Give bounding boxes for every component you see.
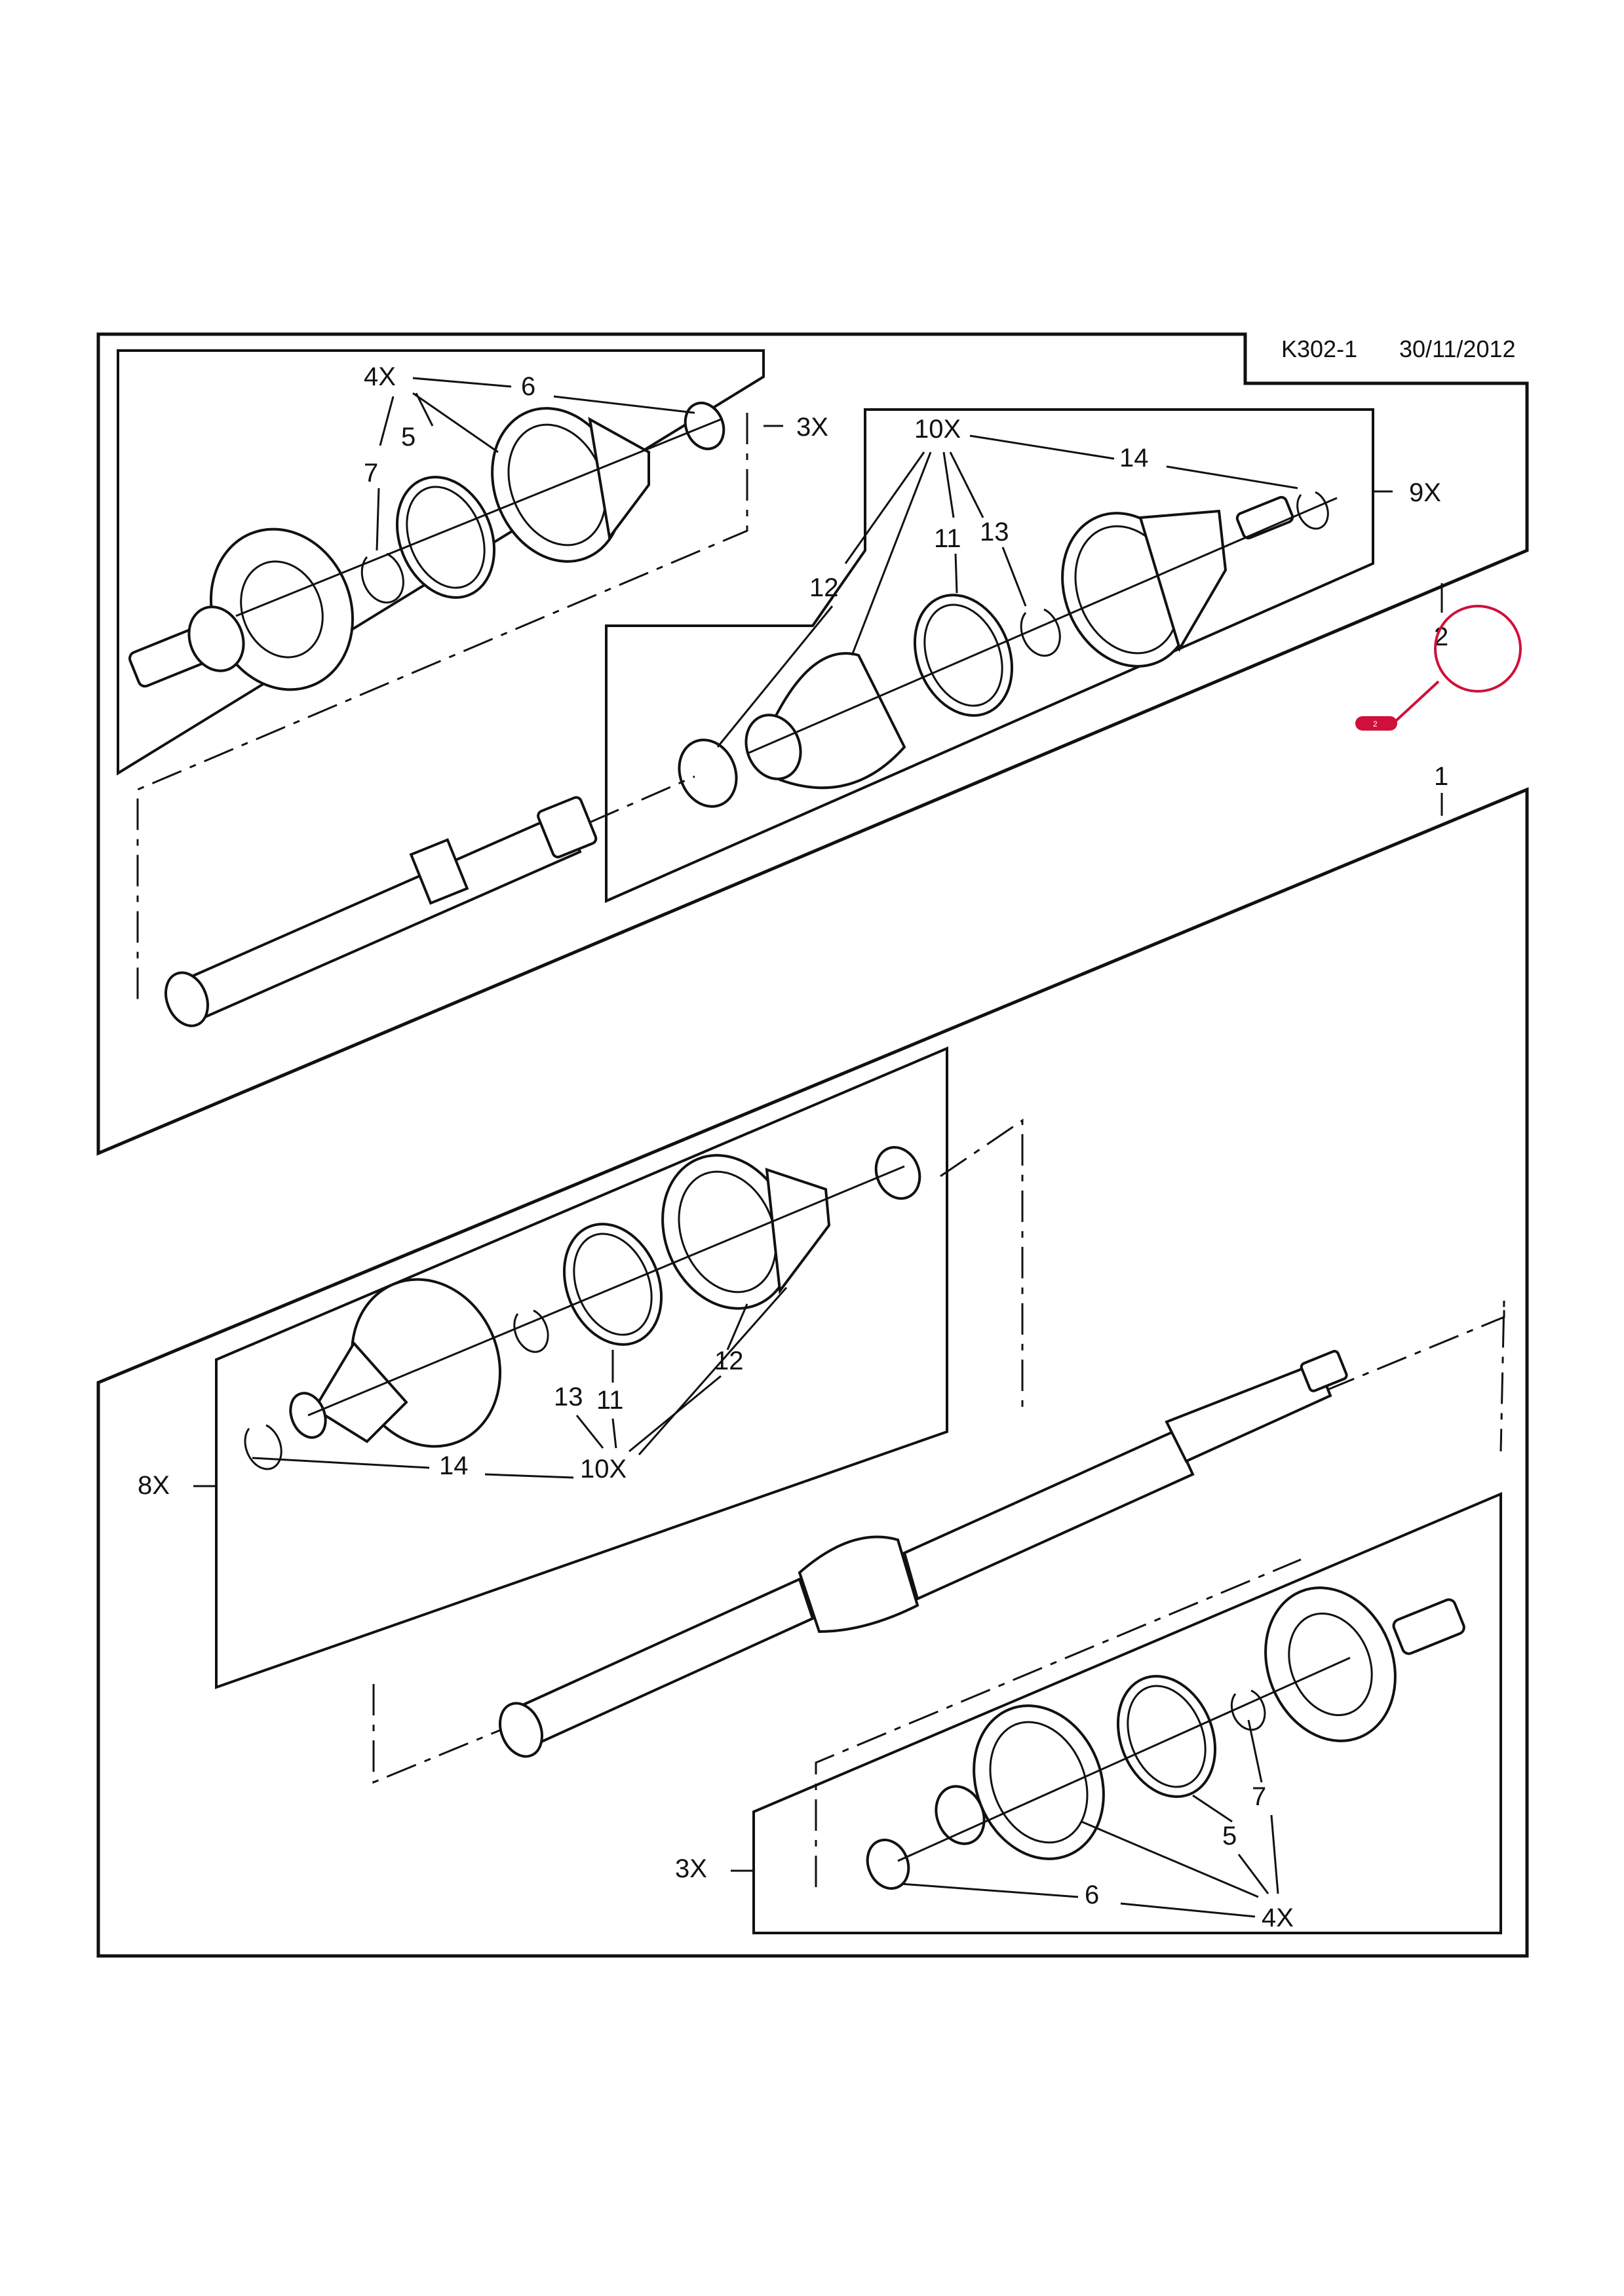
clamp-item-5-bottom	[1116, 1675, 1217, 1798]
hotspot-label: 2	[1373, 719, 1378, 729]
circlip-item-14-top	[1296, 491, 1329, 530]
kit-box-top-left	[117, 349, 765, 776]
outer-cv-joint-bottom	[1264, 1586, 1465, 1742]
clamp-item-5-top	[395, 476, 496, 599]
label-9x-top-right: 9X	[1409, 478, 1441, 507]
small-clamp-item-6-bottom	[866, 1839, 910, 1890]
kit-outline-mid-left	[940, 1119, 1024, 1415]
label-item-1: 1	[1434, 762, 1448, 791]
clamp-item-11-top	[913, 594, 1014, 717]
hotspot-marker[interactable]: 2	[1355, 605, 1522, 731]
label-4x-top-left: 4X	[364, 362, 396, 391]
outer-cv-joint-top-left	[128, 527, 355, 691]
small-clamp-item-12-mid	[874, 1146, 921, 1200]
upper-assembly-frame	[96, 332, 1529, 1156]
label-12-mid-left: 12	[714, 1347, 744, 1375]
circlip-item-7-bottom	[1230, 1689, 1266, 1731]
label-5-top-left: 5	[401, 423, 416, 451]
label-14-top-right: 14	[1119, 444, 1149, 472]
clamp-item-11-mid	[562, 1223, 663, 1346]
hotspot-pill	[1355, 716, 1397, 731]
circlip-item-7-top	[360, 552, 404, 603]
label-item-2: 2	[1434, 622, 1448, 651]
drive-shaft-lower	[499, 1350, 1348, 1758]
label-14-mid-left: 14	[439, 1451, 469, 1480]
drive-shaft-upper	[164, 795, 598, 1027]
label-3x-top-left: 3X	[796, 413, 828, 442]
label-8x-mid-left: 8X	[138, 1471, 170, 1500]
boot-item-12-top	[678, 652, 906, 808]
kit-box-bottom-right	[752, 1491, 1502, 1934]
kit-box-mid-left	[215, 1046, 948, 1689]
label-7-top-left: 7	[364, 459, 378, 488]
circlip-item-13-mid	[513, 1309, 549, 1353]
diagram-date: 30/11/2012	[1399, 335, 1516, 362]
circlip-item-14-mid	[244, 1424, 282, 1470]
lower-assembly-frame	[96, 787, 1529, 1958]
label-11-top-right: 11	[934, 524, 961, 553]
label-3x-bottom-right: 3X	[675, 1854, 707, 1883]
boot-item-6-bottom	[935, 1704, 1105, 1860]
kit-outline-top-left	[136, 413, 748, 1003]
diagram-code: K302-1	[1281, 335, 1357, 362]
label-13-mid-left: 13	[554, 1383, 583, 1411]
hotspot-circle	[1434, 605, 1522, 693]
label-7-bottom-right: 7	[1252, 1782, 1266, 1811]
label-11-mid-left: 11	[596, 1386, 624, 1415]
circlip-item-13-top	[1020, 608, 1061, 657]
label-4x-bottom-right: 4X	[1262, 1904, 1294, 1932]
label-10x-mid-left: 10X	[580, 1455, 627, 1483]
inner-cv-joint-top	[1061, 495, 1294, 668]
label-6-bottom-right: 6	[1085, 1881, 1099, 1909]
label-6-top-left: 6	[521, 372, 535, 401]
boot-item-12-mid	[661, 1154, 831, 1310]
kit-outline-lower-shaft	[372, 1300, 1505, 1784]
label-10x-top-right: 10X	[914, 415, 961, 444]
label-13-top-right: 13	[980, 518, 1009, 546]
kit-outline-bottom-right	[815, 1558, 1302, 1887]
label-5-bottom-right: 5	[1222, 1822, 1237, 1850]
label-12-top-right: 12	[809, 573, 839, 602]
kit-box-top-right	[605, 408, 1374, 904]
